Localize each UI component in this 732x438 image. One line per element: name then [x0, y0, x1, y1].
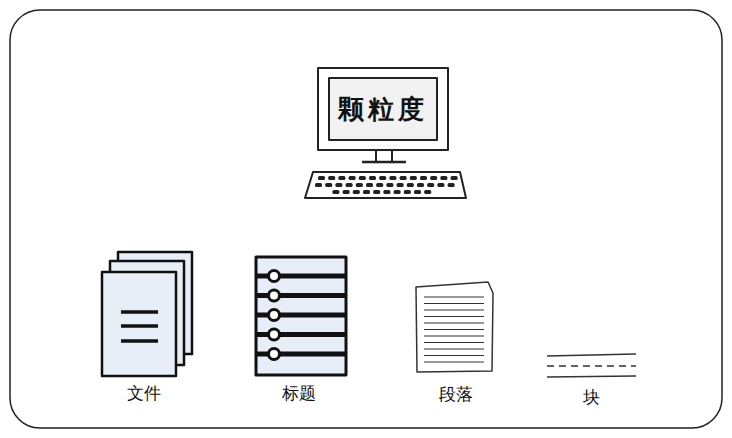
icon-label: 文件 [127, 382, 161, 405]
icon-label: 段落 [439, 383, 473, 406]
frame [10, 10, 722, 428]
icon-label: 块 [583, 386, 600, 409]
block-icon [547, 354, 636, 377]
paragraph-page-icon [416, 282, 493, 372]
screen-title: 颗粒度 [338, 92, 428, 127]
icon-label: 标题 [282, 382, 316, 405]
keyboard-keys [315, 176, 458, 194]
heading-list-icon [256, 257, 346, 375]
monitor-icon [305, 68, 466, 198]
file-stack-icon [102, 252, 192, 376]
screen-box: 颗粒度 [329, 78, 437, 140]
